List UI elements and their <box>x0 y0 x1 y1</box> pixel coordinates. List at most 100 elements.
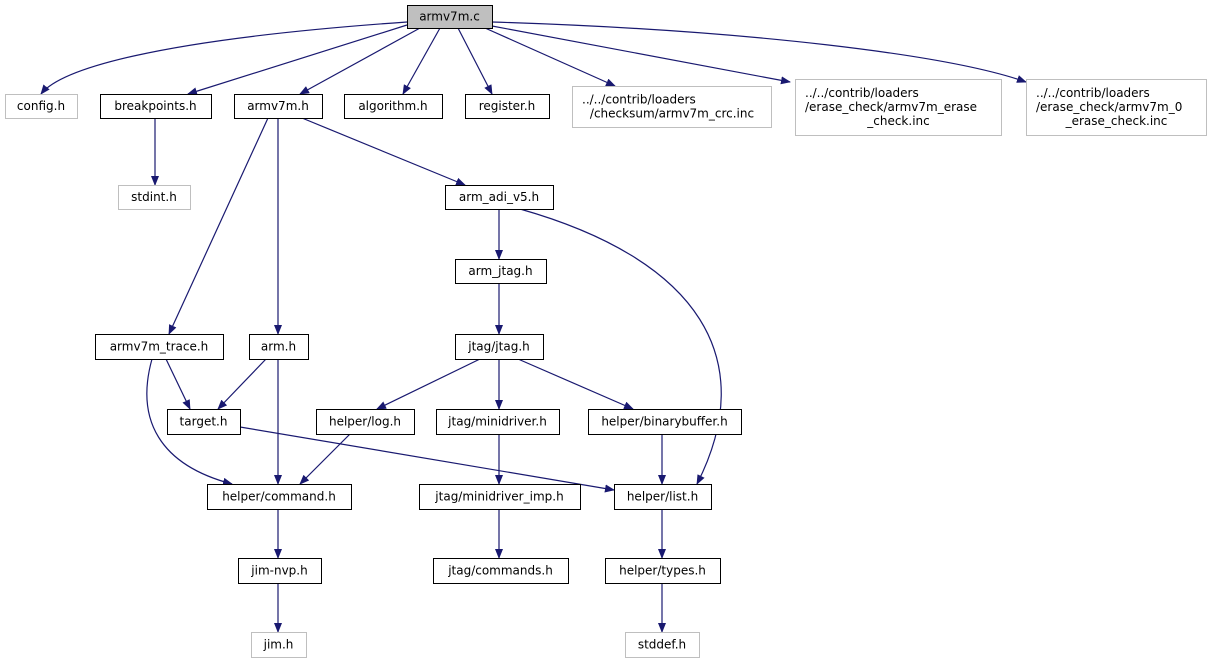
node-box <box>572 86 772 128</box>
node-erase0-inc: ../../contrib/loaders/erase_check/armv7m… <box>1026 79 1207 136</box>
node-label: _check.inc <box>866 114 929 128</box>
node-helper-types-h[interactable]: helper/types.h <box>605 558 721 584</box>
node-box <box>100 94 212 119</box>
edge <box>457 27 493 95</box>
node-label: armv7m.h <box>247 99 309 113</box>
node-label: /erase_check/armv7m_erase <box>805 100 977 114</box>
node-box <box>605 558 721 584</box>
node-stdint-h: stdint.h <box>118 185 191 210</box>
node-box <box>625 632 700 658</box>
node-label: jim.h <box>263 638 294 652</box>
node-box <box>249 334 309 360</box>
node-label: algorithm.h <box>358 99 427 113</box>
node-box <box>344 94 443 119</box>
node-label: jim-nvp.h <box>250 564 307 578</box>
edge-armv7m_h-to-armv7m_trace_h <box>168 117 269 335</box>
node-breakpoints-h[interactable]: breakpoints.h <box>100 94 212 119</box>
node-label: armv7m_trace.h <box>110 340 209 354</box>
node-armv7m-h[interactable]: armv7m.h <box>234 94 323 119</box>
node-box <box>1026 79 1207 136</box>
edge-armv7m_c-to-erase0_inc <box>491 21 1027 83</box>
node-helper-log-h[interactable]: helper/log.h <box>316 409 415 435</box>
node-arm-h[interactable]: arm.h <box>249 334 309 360</box>
edge-armv7m_trace_h-to-helper_command_h <box>146 358 233 486</box>
edge <box>519 208 722 485</box>
node-box <box>419 484 581 510</box>
node-jtag-jtag-h[interactable]: jtag/jtag.h <box>455 334 544 360</box>
node-label: arm_adi_v5.h <box>459 190 539 204</box>
node-label: ../../contrib/loaders <box>805 86 919 100</box>
node-label: register.h <box>479 99 536 113</box>
edge <box>239 426 615 493</box>
node-label: ../../contrib/loaders <box>582 93 696 107</box>
edge <box>402 27 441 95</box>
node-box <box>207 484 352 510</box>
node-arm-jtag-h[interactable]: arm_jtag.h <box>455 259 547 284</box>
edge-armv7m_trace_h-to-target_h <box>165 358 191 410</box>
node-jtag-commands-h[interactable]: jtag/commands.h <box>433 558 569 584</box>
node-algorithm-h[interactable]: algorithm.h <box>344 94 443 119</box>
edge-armv7m_c-to-register_h <box>457 27 493 95</box>
node-jim-nvp-h[interactable]: jim-nvp.h <box>238 558 322 584</box>
node-label: jtag/commands.h <box>447 564 553 578</box>
node-label: config.h <box>17 99 65 113</box>
node-label: breakpoints.h <box>114 99 196 113</box>
node-label: stdint.h <box>131 190 177 204</box>
edge-target_h-to-helper_list_h <box>239 426 615 493</box>
node-helper-command-h[interactable]: helper/command.h <box>207 484 352 510</box>
edge-armv7m_c-to-config_h <box>40 21 408 95</box>
node-box <box>445 185 554 210</box>
node-label: helper/command.h <box>222 490 336 504</box>
edge-jtag_jtag_h-to-helper_log_h <box>376 358 481 410</box>
node-label: stddef.h <box>638 638 686 652</box>
edge <box>376 358 481 410</box>
edge <box>40 21 408 95</box>
node-box <box>465 94 550 119</box>
node-label: arm_jtag.h <box>468 264 532 278</box>
edge <box>299 433 351 485</box>
edge <box>217 358 267 410</box>
edge <box>484 27 616 87</box>
node-label: /checksum/armv7m_crc.inc <box>590 107 754 121</box>
node-label: helper/types.h <box>619 564 706 578</box>
node-armv7m-c[interactable]: armv7m.c <box>407 5 493 29</box>
edge <box>301 117 466 186</box>
node-arm-adi-v5-h[interactable]: arm_adi_v5.h <box>445 185 554 210</box>
edge-armv7m_c-to-breakpoints_h <box>187 24 408 96</box>
edge-armv7m_c-to-algorithm_h <box>402 27 441 95</box>
node-box <box>614 484 712 510</box>
node-box <box>436 409 560 435</box>
edge-armv7m_c-to-erase_inc <box>491 25 791 85</box>
edge <box>299 27 421 95</box>
node-helper-binarybuffer-h[interactable]: helper/binarybuffer.h <box>588 409 742 435</box>
node-jtag-minidriver-h[interactable]: jtag/minidriver.h <box>436 409 560 435</box>
node-register-h[interactable]: register.h <box>465 94 550 119</box>
node-stddef-h: stddef.h <box>625 632 700 658</box>
edge-helper_log_h-to-helper_command_h <box>299 433 351 485</box>
edge <box>187 24 408 96</box>
node-box <box>407 5 493 29</box>
node-box <box>795 79 1002 136</box>
edge-armv7m_c-to-armv7m_h <box>299 27 421 95</box>
node-box <box>238 558 322 584</box>
edge-arm_adi_v5_h-to-helper_list_h <box>519 208 722 485</box>
node-jtag-minidriver-imp-h[interactable]: jtag/minidriver_imp.h <box>419 484 581 510</box>
node-target-h[interactable]: target.h <box>167 409 241 435</box>
node-box <box>455 259 547 284</box>
node-label: _erase_check.inc <box>1065 114 1168 128</box>
node-box <box>5 94 78 119</box>
node-label: target.h <box>180 415 228 429</box>
node-box <box>455 334 544 360</box>
edge <box>165 358 191 410</box>
edge <box>491 21 1027 83</box>
node-armv7m-trace-h[interactable]: armv7m_trace.h <box>95 334 224 360</box>
node-box <box>588 409 742 435</box>
node-box <box>167 409 241 435</box>
edge <box>168 117 269 335</box>
edge-armv7m_h-to-arm_adi_v5_h <box>301 117 466 186</box>
node-label: jtag/minidriver_imp.h <box>434 490 563 504</box>
edge-jtag_jtag_h-to-helper_binarybuffer_h <box>517 358 634 410</box>
edge-arm_h-to-target_h <box>217 358 267 410</box>
node-crc-inc: ../../contrib/loaders/checksum/armv7m_cr… <box>572 86 772 128</box>
node-helper-list-h[interactable]: helper/list.h <box>614 484 712 510</box>
